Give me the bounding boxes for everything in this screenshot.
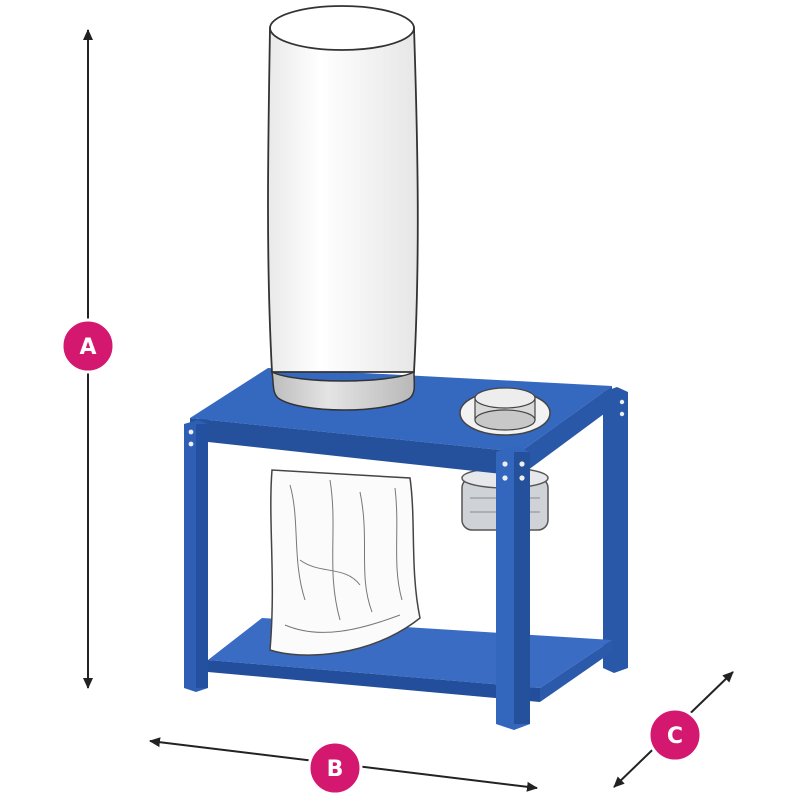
circle-badge-icon (60, 318, 116, 374)
filter-bag (267, 5, 419, 411)
collection-bag (269, 469, 421, 656)
bottom-shelf-side (540, 640, 612, 702)
top-panel-front (190, 418, 520, 476)
top-panel-side (520, 386, 612, 476)
filter-bag-top (269, 5, 415, 51)
bottom-shelf-front (208, 660, 540, 702)
inlet-port (459, 387, 551, 436)
width-badge: B (307, 740, 363, 796)
filter-bag-clamp-band (271, 370, 416, 411)
filter-bag-body (267, 27, 419, 373)
circle-badge-icon (307, 740, 363, 796)
width-badge-label: B (327, 757, 344, 782)
height-badge: A (60, 318, 116, 374)
stand (184, 368, 628, 730)
circle-badge-icon (647, 707, 703, 763)
height-badge-label: A (79, 335, 96, 360)
depth-badge: C (647, 707, 703, 763)
collection-bag-wrinkles (284, 479, 403, 633)
back-right-leg (603, 387, 628, 673)
depth-badge-label: C (667, 724, 683, 749)
